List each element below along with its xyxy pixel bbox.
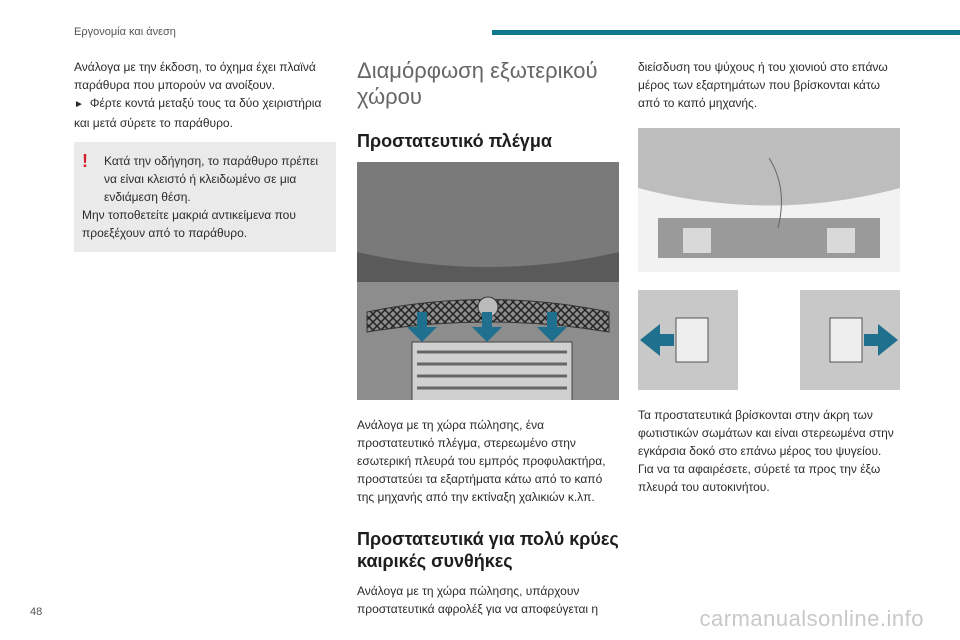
grille-photo xyxy=(357,162,619,400)
section-header: Εργονομία και άνεση xyxy=(74,26,176,38)
bullet-text: Φέρτε κοντά μεταξύ τους τα δύο χειριστήρ… xyxy=(74,96,322,130)
arrow-up-icons xyxy=(407,312,567,342)
engine-bay-illustration xyxy=(638,128,900,272)
column-3: διείσδυση του ψύχους ή του χιονιού στο ε… xyxy=(638,58,900,496)
paragraph: Για να τα αφαιρέσετε, σύρετέ τα προς την… xyxy=(638,462,881,494)
heading-cold-weather: Προστατευτικά για πολύ κρύες καιρικές συ… xyxy=(357,529,619,571)
paragraph: διείσδυση του ψύχους ή του χιονιού στο ε… xyxy=(638,60,888,110)
page-number: 48 xyxy=(30,606,43,618)
header-accent-bar xyxy=(492,30,960,35)
column-1: Ανάλογα με την έκδοση, το όχημα έχει πλα… xyxy=(74,58,336,252)
paragraph: Τα προστατευτικά βρίσκονται στην άκρη τω… xyxy=(638,408,894,458)
arrow-left-icon xyxy=(640,324,674,356)
watermark: carmanualsonline.info xyxy=(699,606,924,631)
warning-text-1: Κατά την οδήγηση, το παράθυρο πρέπει να … xyxy=(104,154,319,204)
arrow-right-icon xyxy=(864,324,898,356)
heading-grille: Προστατευτικό πλέγμα xyxy=(357,131,552,151)
paragraph: Ανάλογα με τη χώρα πώλησης, ένα προστατε… xyxy=(357,418,606,504)
left-cover-photo xyxy=(638,290,738,390)
detail-photos-row xyxy=(638,290,900,390)
column-2: Διαμόρφωση εξωτερικού χώρου Προστατευτικ… xyxy=(357,58,619,618)
warning-text-2: Μην τοποθετείτε μακριά αντικείμενα που π… xyxy=(82,208,296,240)
warning-box: ! Κατά την οδήγηση, το παράθυρο πρέπει ν… xyxy=(74,142,336,252)
exclamation-icon: ! xyxy=(82,151,88,171)
engine-bay-photo xyxy=(638,128,900,272)
paragraph: Ανάλογα με τη χώρα πώλησης, υπάρχουν προ… xyxy=(357,584,599,616)
bullet-item: ►Φέρτε κοντά μεταξύ τους τα δύο χειριστή… xyxy=(74,94,336,132)
play-arrow-icon: ► xyxy=(74,99,84,110)
right-cover-photo xyxy=(800,290,900,390)
grille-illustration xyxy=(357,162,619,400)
paragraph: Ανάλογα με την έκδοση, το όχημα έχει πλα… xyxy=(74,60,316,92)
page-title: Διαμόρφωση εξωτερικού χώρου xyxy=(357,58,598,109)
